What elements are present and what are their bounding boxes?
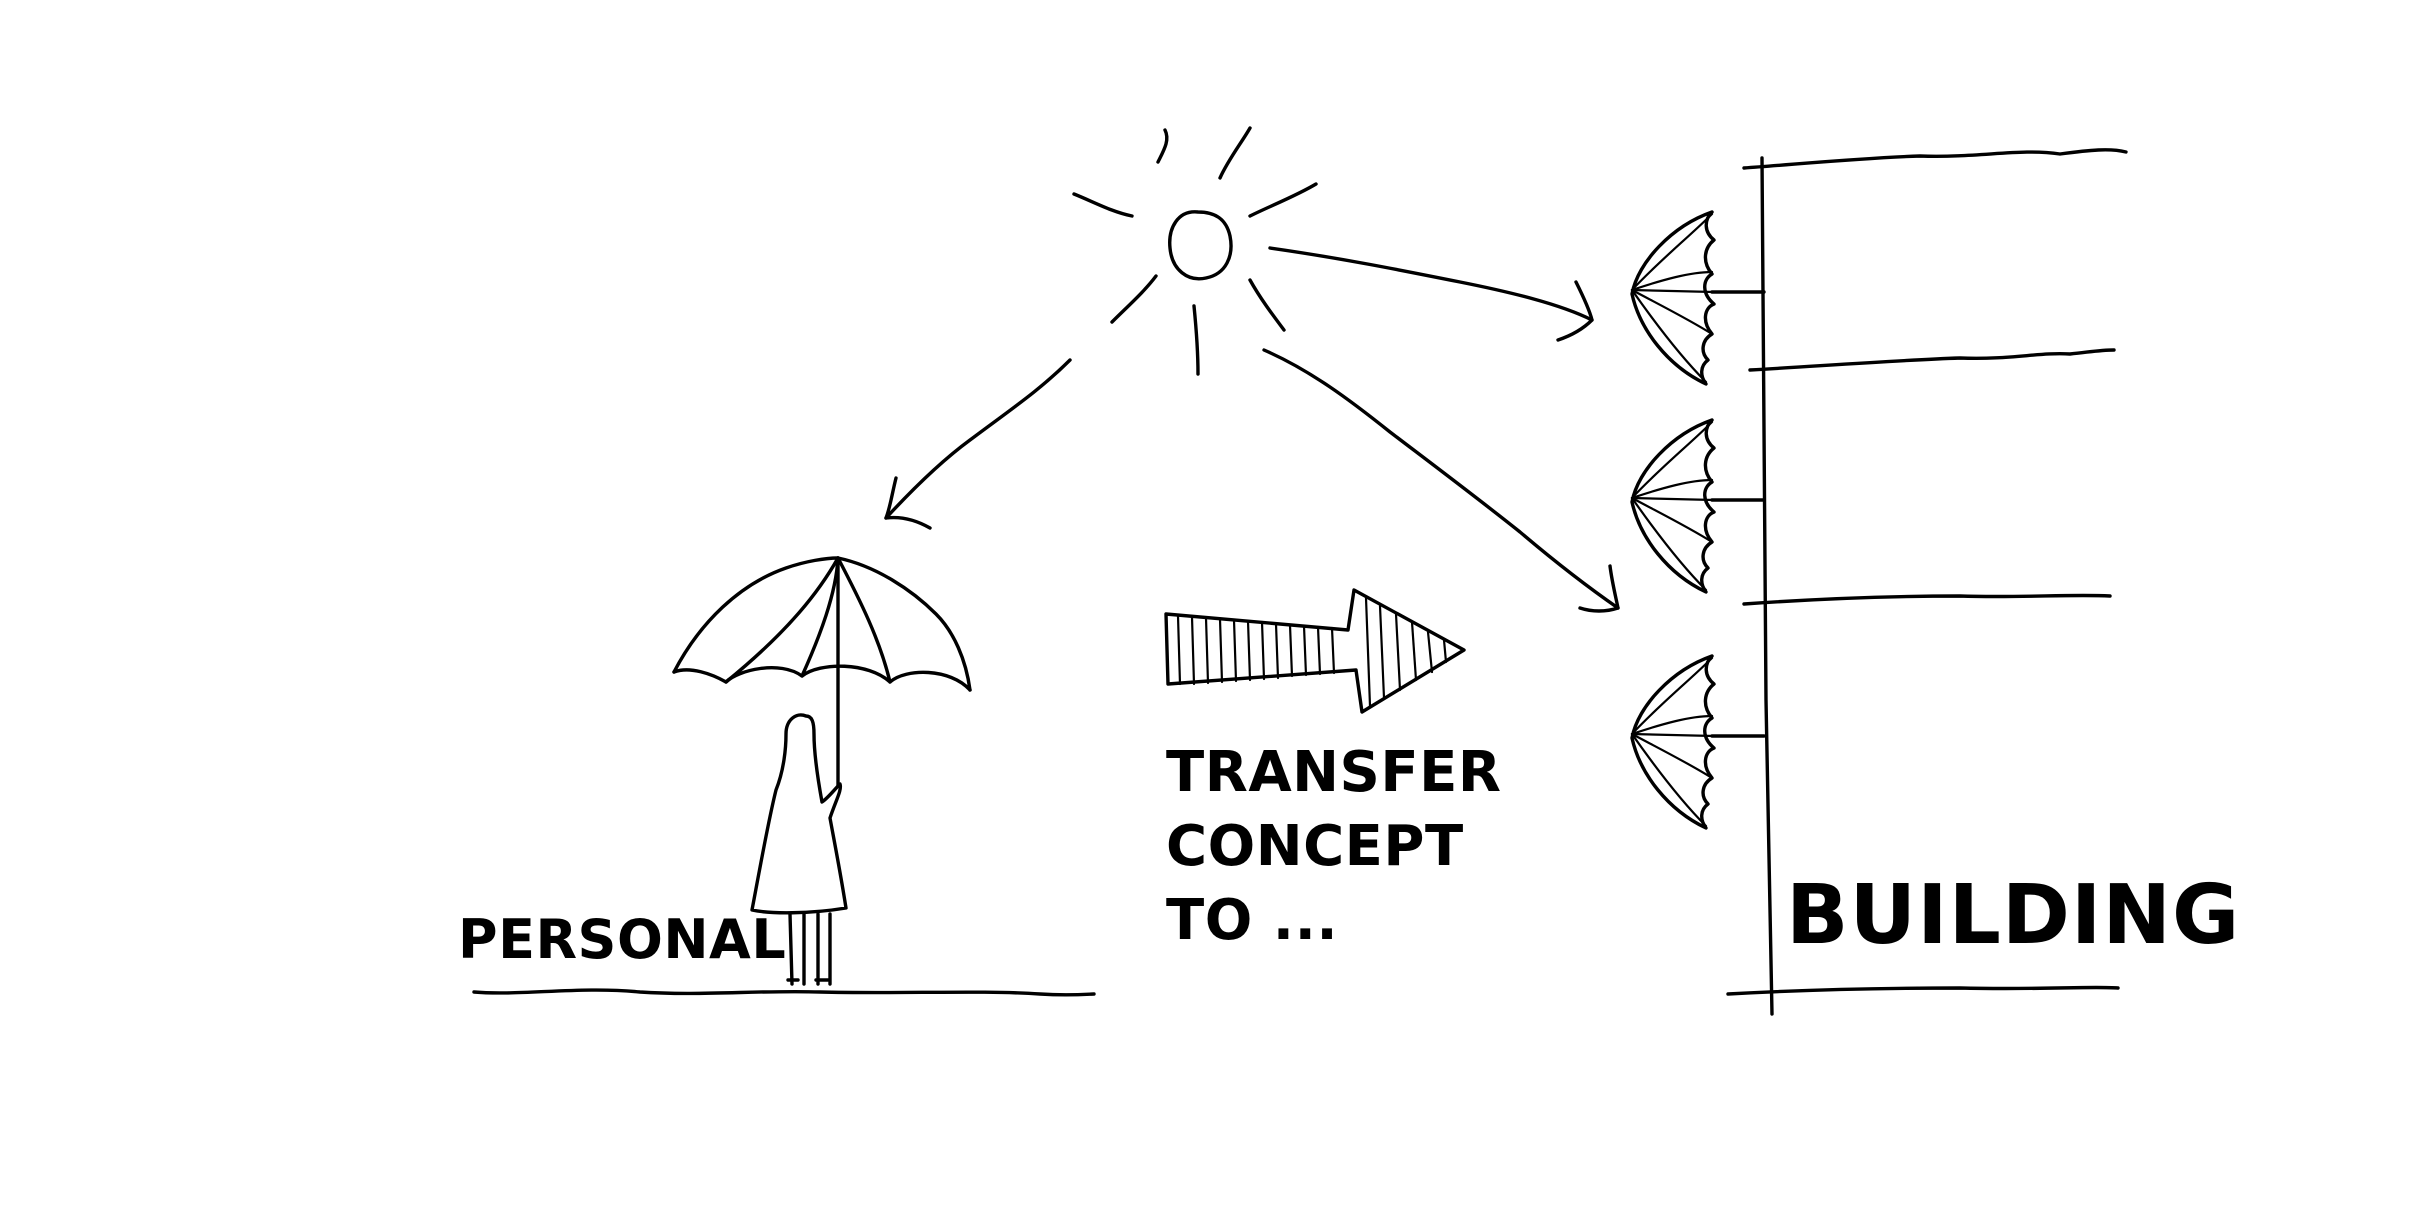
sun-ray <box>1110 274 1158 324</box>
umbrella-icon <box>672 556 972 788</box>
label-transfer-line: TO ... <box>1166 888 1339 953</box>
sun-ray <box>1248 182 1318 218</box>
sun-ray <box>1248 278 1286 332</box>
floor-line <box>1742 148 2128 170</box>
sun-ray <box>1192 304 1200 376</box>
label-building: BUILDING <box>1786 868 2241 963</box>
label-transfer-concept: TRANSFER CONCEPT TO ... <box>1166 736 1502 958</box>
floor-line <box>1748 348 2116 372</box>
label-transfer-line: CONCEPT <box>1166 814 1464 879</box>
arrow-to-lower-canopy <box>1262 348 1620 613</box>
sun-ray <box>1072 192 1134 218</box>
sun-ray <box>1156 128 1169 164</box>
sun-ray <box>1218 126 1252 180</box>
ground-line <box>472 988 1096 997</box>
transfer-arrow <box>1164 588 1466 714</box>
arrow-to-person <box>884 358 1072 530</box>
person-with-umbrella <box>672 556 972 986</box>
label-transfer-line: TRANSFER <box>1166 740 1502 805</box>
canopy-umbrella-icon <box>1630 210 1766 386</box>
canopy-umbrella-icon <box>1630 418 1766 594</box>
building-elevation <box>1726 148 2128 1016</box>
canopy-umbrella-icon <box>1630 654 1766 830</box>
arrow-to-upper-canopy <box>1268 246 1594 342</box>
label-personal: PERSONAL <box>458 908 787 971</box>
floor-line <box>1726 985 2120 996</box>
floor-line <box>1742 593 2112 606</box>
sun-icon <box>1072 126 1318 376</box>
